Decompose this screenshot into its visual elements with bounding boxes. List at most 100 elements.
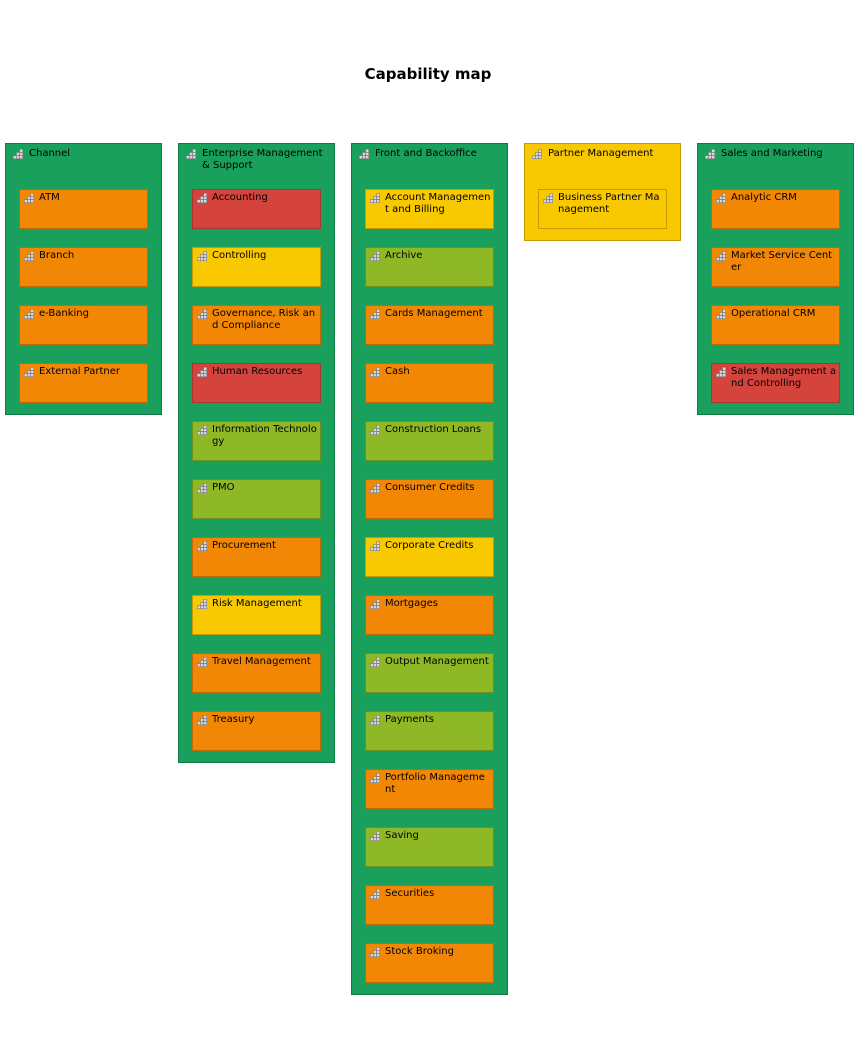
capability-box-consumer-credits: Consumer Credits: [365, 479, 494, 519]
group-header: Partner Management: [525, 144, 680, 160]
capability-icon: [370, 657, 380, 667]
capability-label: Accounting: [212, 192, 268, 203]
group-items: Business Partner Management: [525, 189, 680, 229]
capability-label: Analytic CRM: [731, 192, 797, 203]
capability-label: Cash: [385, 366, 410, 377]
capability-box-sales-management-and-controlling: Sales Management and Controlling: [711, 363, 840, 403]
group-label: Channel: [29, 148, 71, 159]
capability-box-governance-risk-and-compliance: Governance, Risk and Compliance: [192, 305, 321, 345]
capability-box-cash: Cash: [365, 363, 494, 403]
capability-label: e-Banking: [39, 308, 89, 319]
capability-icon: [370, 309, 380, 319]
capability-label: Sales Management and Controlling: [731, 366, 836, 389]
capability-icon: [370, 251, 380, 261]
capability-box-market-service-center: Market Service Center: [711, 247, 840, 287]
capability-label: Controlling: [212, 250, 267, 261]
capability-icon: [24, 367, 34, 377]
capability-icon: [370, 193, 380, 203]
capability-label: Mortgages: [385, 598, 438, 609]
capability-icon: [197, 599, 207, 609]
capability-label: Human Resources: [212, 366, 303, 377]
group-label: Partner Management: [548, 148, 654, 159]
capability-label: Business Partner Management: [558, 192, 660, 215]
page-title: Capability map: [364, 65, 492, 83]
capability-box-securities: Securities: [365, 885, 494, 925]
capability-box-archive: Archive: [365, 247, 494, 287]
capability-box-e-banking: e-Banking: [19, 305, 148, 345]
capability-box-human-resources: Human Resources: [192, 363, 321, 403]
capability-icon: [197, 193, 207, 203]
capability-box-risk-management: Risk Management: [192, 595, 321, 635]
capability-box-operational-crm: Operational CRM: [711, 305, 840, 345]
capability-label: Treasury: [212, 714, 255, 725]
group-label: Sales and Marketing: [721, 148, 823, 159]
group-header: Sales and Marketing: [698, 144, 853, 160]
group-header: Front and Backoffice: [352, 144, 507, 160]
capability-box-external-partner: External Partner: [19, 363, 148, 403]
capability-box-business-partner-management: Business Partner Management: [538, 189, 667, 229]
capability-box-accounting: Accounting: [192, 189, 321, 229]
capability-box-controlling: Controlling: [192, 247, 321, 287]
capability-label: Market Service Center: [731, 250, 833, 273]
capability-label: Account Management and Billing: [385, 192, 491, 215]
group-header: Channel: [6, 144, 161, 160]
capability-box-information-technology: Information Technology: [192, 421, 321, 461]
capability-icon: [186, 149, 196, 159]
capability-label: Governance, Risk and Compliance: [212, 308, 316, 331]
capability-label: Procurement: [212, 540, 276, 551]
capability-icon: [370, 483, 380, 493]
capability-box-cards-management: Cards Management: [365, 305, 494, 345]
capability-icon: [24, 193, 34, 203]
capability-box-treasury: Treasury: [192, 711, 321, 751]
capability-icon: [716, 251, 726, 261]
capability-box-procurement: Procurement: [192, 537, 321, 577]
capability-box-account-management-and-billing: Account Management and Billing: [365, 189, 494, 229]
capability-icon: [370, 367, 380, 377]
capability-icon: [197, 425, 207, 435]
capability-label: Saving: [385, 830, 419, 841]
capability-label: Securities: [385, 888, 435, 899]
capability-label: Operational CRM: [731, 308, 816, 319]
capability-icon: [359, 149, 369, 159]
capability-icon: [370, 889, 380, 899]
capability-icon: [197, 541, 207, 551]
capability-label: Portfolio Management: [385, 772, 485, 795]
capability-icon: [370, 947, 380, 957]
capability-label: PMO: [212, 482, 235, 493]
capability-icon: [197, 483, 207, 493]
capability-icon: [370, 599, 380, 609]
capability-label: Payments: [385, 714, 434, 725]
capability-icon: [532, 149, 542, 159]
group-header: Enterprise Management & Support: [179, 144, 334, 171]
capability-icon: [197, 367, 207, 377]
capability-label: Branch: [39, 250, 75, 261]
capability-label: Risk Management: [212, 598, 302, 609]
capability-icon: [197, 309, 207, 319]
capability-box-stock-broking: Stock Broking: [365, 943, 494, 983]
capability-box-saving: Saving: [365, 827, 494, 867]
capability-label: Consumer Credits: [385, 482, 475, 493]
capability-label: Travel Management: [212, 656, 311, 667]
capability-label: Stock Broking: [385, 946, 454, 957]
capability-box-analytic-crm: Analytic CRM: [711, 189, 840, 229]
capability-label: Construction Loans: [385, 424, 482, 435]
capability-icon: [716, 367, 726, 377]
capability-icon: [370, 425, 380, 435]
group-label: Enterprise Management & Support: [202, 148, 323, 171]
capability-box-branch: Branch: [19, 247, 148, 287]
capability-box-atm: ATM: [19, 189, 148, 229]
capability-box-output-management: Output Management: [365, 653, 494, 693]
capability-icon: [197, 657, 207, 667]
capability-box-corporate-credits: Corporate Credits: [365, 537, 494, 577]
capability-box-travel-management: Travel Management: [192, 653, 321, 693]
capability-icon: [543, 193, 553, 203]
capability-icon: [705, 149, 715, 159]
